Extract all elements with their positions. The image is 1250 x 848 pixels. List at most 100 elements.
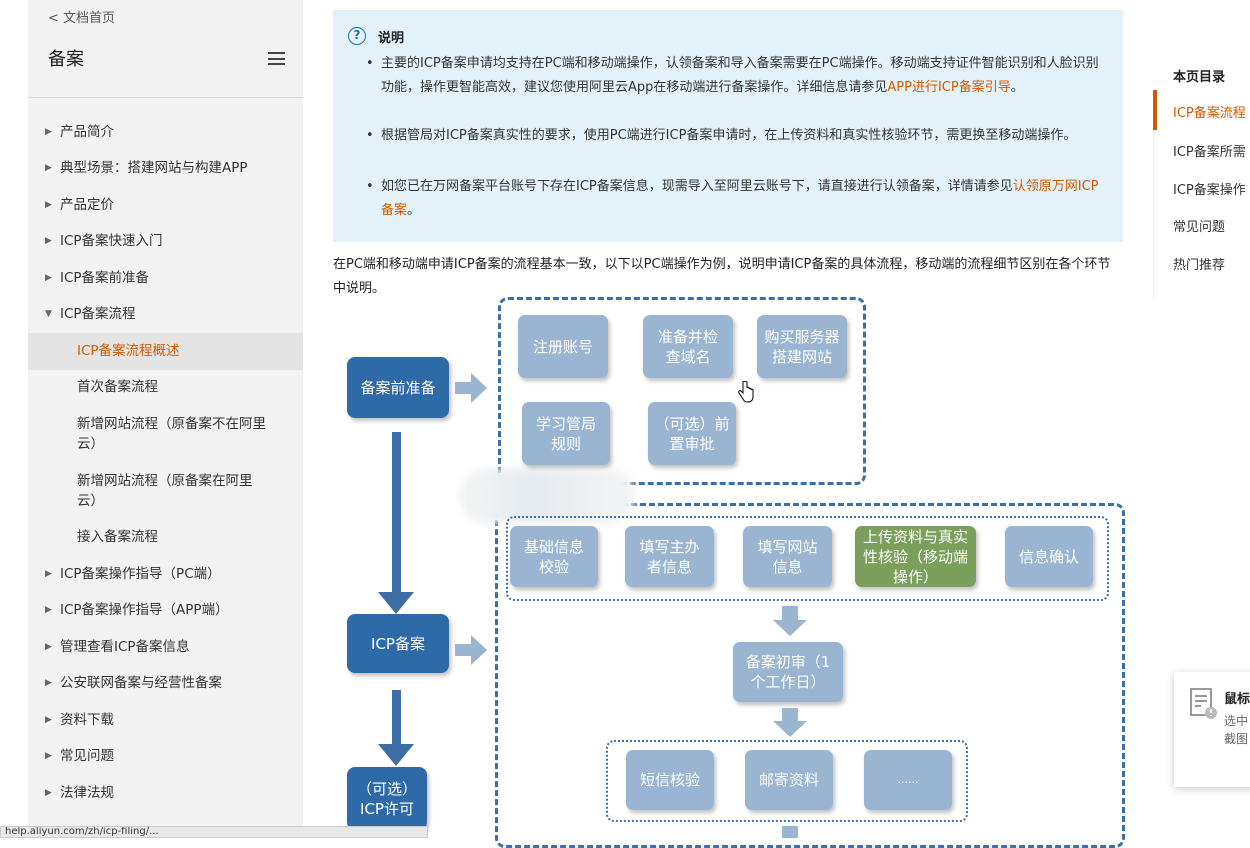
sidebar-item-label: 法律法规 xyxy=(60,785,114,801)
caret-right-icon: ▶ xyxy=(45,605,52,615)
sidebar-child[interactable]: 新增网站流程（原备案在阿里云） xyxy=(77,473,253,509)
sidebar-item-label: ICP备案快速入门 xyxy=(60,233,163,249)
prep-step: 注册账号 xyxy=(518,315,608,378)
sidebar-item-label: 公安联网备案与经营性备案 xyxy=(60,675,222,691)
arrow-down-head xyxy=(378,592,414,614)
caret-right-icon: ▶ xyxy=(45,715,52,725)
sidebar-item[interactable]: ▶ ICP备案操作指导（PC端） xyxy=(28,564,303,584)
intro-paragraph: 在PC端和移动端申请ICP备案的流程基本一致，以下以PC端操作为例，说明申请IC… xyxy=(333,257,1111,296)
toc-active-indicator xyxy=(1153,90,1157,130)
sidebar-child-active[interactable]: ICP备案流程概述 xyxy=(28,333,303,370)
stage-prep: 备案前准备 xyxy=(347,357,449,418)
icp-step: 填写主办者信息 xyxy=(625,526,714,587)
arrow-down-head xyxy=(378,744,414,766)
note-bullet: 根据管局对ICP备案真实性的要求，使用PC端进行ICP备案申请时，在上传资料和真… xyxy=(366,124,1106,148)
caret-right-icon: ▶ xyxy=(45,569,52,579)
note-title: 说明 xyxy=(378,31,405,46)
hand-cursor-icon xyxy=(738,381,754,403)
arrow-right xyxy=(455,635,487,665)
prep-group xyxy=(498,297,866,485)
toc-title: 本页目录 xyxy=(1173,70,1226,85)
arrow-down xyxy=(782,826,798,838)
caret-right-icon: ▶ xyxy=(45,273,52,283)
sidebar-item-label: 资料下载 xyxy=(60,712,114,728)
sidebar-item-label: ICP备案操作指导（PC端） xyxy=(60,566,221,582)
sidebar-item-label: 产品定价 xyxy=(60,197,114,213)
caret-right-icon: ▶ xyxy=(45,678,52,688)
status-bar-url: help.aliyun.com/zh/icp-filing/... xyxy=(0,826,428,838)
sidebar-item-label: ICP备案流程 xyxy=(60,306,136,322)
question-icon: ? xyxy=(348,27,366,45)
toc-item[interactable]: ICP备案操作 xyxy=(1173,183,1246,198)
app-guide-link[interactable]: APP进行ICP备案引导 xyxy=(887,80,1011,95)
sidebar-item-label: 产品简介 xyxy=(60,124,114,140)
icp-step-mobile: 上传资料与真实性核验（移动端操作） xyxy=(855,526,976,587)
post-step: 邮寄资料 xyxy=(745,750,833,810)
sidebar-item-label: ICP备案操作指导（APP端） xyxy=(60,602,229,618)
arrow-down xyxy=(782,708,798,722)
prep-step: 购买服务器搭建网站 xyxy=(757,315,847,378)
toc-item[interactable]: 热门推荐 xyxy=(1173,258,1226,273)
sidebar-item[interactable]: ▶ ICP备案操作指导（APP端） xyxy=(28,600,303,620)
sidebar-item-expanded[interactable]: ▼ ICP备案流程 xyxy=(28,304,303,324)
notification-toast[interactable]: 鼠标 选中 截图 xyxy=(1174,672,1250,787)
note-bullet: 如您已在万网备案平台账号下存在ICP备案信息，现需导入至阿里云账号下，请直接进行… xyxy=(366,175,1106,223)
sidebar: < 文档首页 备案 ▶产品简介 ▶典型场景：搭建网站与构建APP ▶产品定价 ▶… xyxy=(28,0,303,838)
sidebar-item-label: 管理查看ICP备案信息 xyxy=(60,639,190,655)
arrow-right xyxy=(455,373,487,403)
sidebar-child[interactable]: 首次备案流程 xyxy=(77,379,158,395)
sidebar-item[interactable]: ▶ 产品简介 xyxy=(28,122,303,142)
caret-right-icon: ▶ xyxy=(45,163,52,173)
sidebar-item[interactable]: ▶ 公安联网备案与经营性备案 xyxy=(28,673,303,693)
blurred-overlay xyxy=(460,469,635,523)
arrow-down xyxy=(392,432,401,592)
divider xyxy=(28,97,303,98)
note-bullet: 主要的ICP备案申请均支持在PC端和移动端操作，认领备案和导入备案需要在PC端操… xyxy=(366,52,1106,100)
stage-license: （可选）ICP许可 xyxy=(347,767,427,830)
caret-right-icon: ▶ xyxy=(45,127,52,137)
toc-line xyxy=(1153,90,1154,300)
sidebar-item[interactable]: ▶ ICP备案快速入门 xyxy=(28,231,303,251)
caret-right-icon: ▶ xyxy=(45,200,52,210)
toast-line: 截图 xyxy=(1224,732,1249,746)
stage-icp: ICP备案 xyxy=(347,614,449,673)
arrow-down xyxy=(392,690,401,745)
menu-icon[interactable] xyxy=(268,52,285,65)
post-step: ...... xyxy=(864,750,952,810)
claim-filing-link[interactable]: 认领原万网ICP备案 xyxy=(381,179,1099,218)
note-text: 。 xyxy=(1010,80,1024,95)
toc-item-active[interactable]: ICP备案流程 xyxy=(1173,106,1246,121)
sidebar-item[interactable]: ▶ ICP备案前准备 xyxy=(28,268,303,288)
prep-step: （可选）前置审批 xyxy=(648,402,736,465)
icp-step: 基础信息校验 xyxy=(510,526,598,587)
caret-down-icon: ▼ xyxy=(45,309,52,319)
note-box: ? 说明 主要的ICP备案申请均支持在PC端和移动端操作，认领备案和导入备案需要… xyxy=(333,10,1123,242)
sidebar-child[interactable]: 新增网站流程（原备案不在阿里云） xyxy=(77,416,266,452)
sidebar-item-label: 典型场景：搭建网站与构建APP xyxy=(60,160,248,176)
sidebar-item-label: 常见问题 xyxy=(60,748,114,764)
toast-title: 鼠标 xyxy=(1224,692,1250,707)
steps-group xyxy=(506,516,1109,601)
sidebar-item[interactable]: ▶常见问题 xyxy=(28,746,303,766)
sidebar-item[interactable]: ▶ 资料下载 xyxy=(28,710,303,730)
caret-right-icon: ▶ xyxy=(45,236,52,246)
prep-step: 学习管局规则 xyxy=(522,402,610,465)
review-step: 备案初审（1个工作日） xyxy=(733,642,843,702)
prep-step: 准备并检查域名 xyxy=(643,315,733,378)
caret-right-icon: ▶ xyxy=(45,788,52,798)
back-to-docs-link[interactable]: < 文档首页 xyxy=(48,11,116,26)
sidebar-item[interactable]: ▶管理查看ICP备案信息 xyxy=(28,637,303,657)
sidebar-child[interactable]: 接入备案流程 xyxy=(77,529,158,545)
arrow-down xyxy=(782,606,798,620)
sidebar-item[interactable]: ▶ 典型场景：搭建网站与构建APP xyxy=(28,158,303,178)
arrow-down-head xyxy=(773,721,807,737)
toc-item[interactable]: ICP备案所需 xyxy=(1173,145,1246,160)
note-text: 如您已在万网备案平台账号下存在ICP备案信息，现需导入至阿里云账号下，请直接进行… xyxy=(381,179,1013,194)
note-text: 主要的ICP备案申请均支持在PC端和移动端操作，认领备案和导入备案需要在PC端操… xyxy=(381,56,1099,95)
sidebar-item[interactable]: ▶ 产品定价 xyxy=(28,195,303,215)
toc-item[interactable]: 常见问题 xyxy=(1173,220,1226,235)
arrow-down-head xyxy=(773,620,807,636)
sidebar-item-label: ICP备案前准备 xyxy=(60,270,150,286)
sidebar-item[interactable]: ▶ 法律法规 xyxy=(28,783,303,803)
note-text: 。 xyxy=(407,203,421,218)
